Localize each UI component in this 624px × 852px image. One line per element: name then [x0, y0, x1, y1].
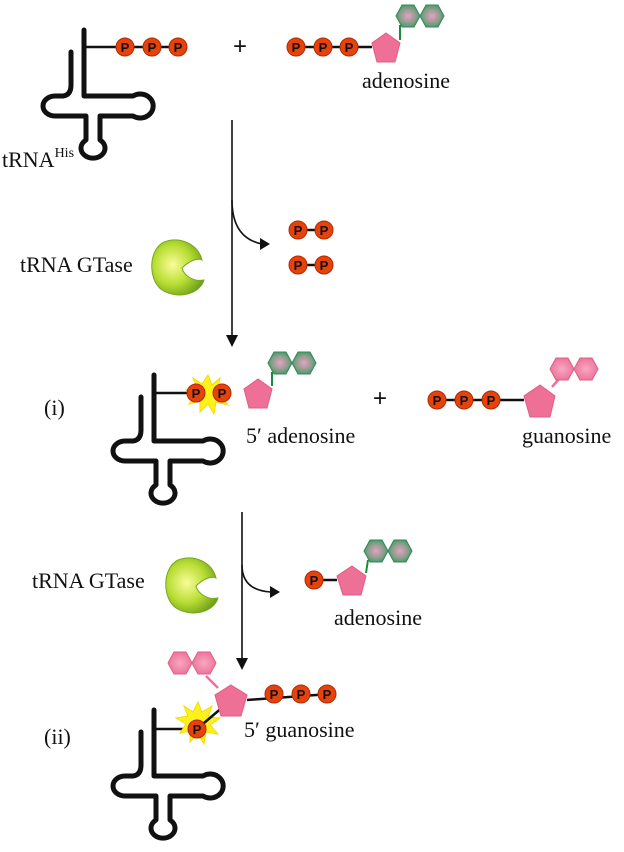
phosphate-icon — [314, 255, 334, 275]
phosphate-label: P — [270, 687, 279, 702]
ribose-sugar-icon — [523, 384, 556, 418]
phosphate-label: P — [193, 722, 202, 737]
phosphate-icon — [186, 383, 206, 403]
ribose-sugar-icon — [336, 565, 367, 596]
phosphate-icon — [314, 220, 334, 240]
phosphate-label: P — [297, 687, 306, 702]
guanine-base-icon — [549, 357, 599, 381]
phosphate-label: P — [294, 258, 303, 273]
plus-sign-step-i: + — [373, 385, 387, 412]
pacman-enzyme-icon — [151, 239, 205, 296]
gtp-molecule: P P P — [427, 357, 599, 418]
ribose-sugar-icon — [371, 32, 401, 63]
phosphate-icon — [288, 220, 308, 240]
phosphate-icon — [187, 719, 207, 739]
trna-top-triphosphate: P P P — [115, 37, 188, 57]
adenosine-label-top: adenosine — [362, 68, 450, 93]
atp-molecule-top: P P P — [286, 4, 445, 63]
phosphate-label: P — [319, 40, 328, 55]
trna-his-label: tRNAHis — [2, 146, 74, 172]
phosphate-icon — [427, 390, 447, 410]
trna-his-top — [43, 30, 153, 158]
phosphate-label: P — [345, 40, 354, 55]
reaction-arrow-2 — [236, 512, 280, 670]
phosphate-label: P — [218, 386, 227, 401]
phosphate-label: P — [460, 393, 469, 408]
phosphate-icon — [288, 255, 308, 275]
phosphate-icon — [481, 390, 501, 410]
phosphate-label: P — [174, 40, 183, 55]
phosphate-icon — [291, 684, 311, 704]
phosphate-icon — [317, 684, 337, 704]
adenine-base-icon — [267, 351, 317, 375]
phosphate-label: P — [487, 393, 496, 408]
phosphate-icon — [264, 684, 284, 704]
adenine-base-icon — [363, 539, 413, 563]
phosphate-label: P — [192, 386, 201, 401]
phosphate-label: P — [292, 40, 301, 55]
adenine-base-icon — [395, 4, 445, 28]
five-prime-adenosine-label: 5′ adenosine — [246, 423, 355, 448]
amp-released: P — [304, 539, 413, 596]
phosphate-icon — [304, 570, 324, 590]
ribose-sugar-icon — [214, 684, 248, 717]
gtase-label-2: tRNA GTase — [32, 568, 145, 593]
phosphate-icon — [313, 37, 333, 57]
phosphate-label: P — [433, 393, 442, 408]
phosphate-label: P — [320, 223, 329, 238]
phosphate-label: P — [121, 40, 130, 55]
guanine-base-icon — [167, 651, 217, 675]
adenosine-released-label: adenosine — [334, 605, 422, 630]
phosphate-icon — [142, 37, 162, 57]
ribose-sugar-icon — [243, 378, 273, 409]
phosphate-label: P — [148, 40, 157, 55]
five-prime-guanosine-label: 5′ guanosine — [244, 717, 355, 742]
gtase-label-1: tRNA GTase — [20, 252, 133, 277]
step-ii-label: (ii) — [44, 724, 71, 749]
phosphate-label: P — [323, 687, 332, 702]
phosphate-icon — [115, 37, 135, 57]
phosphate-icon — [339, 37, 359, 57]
guanosine-label: guanosine — [522, 423, 611, 448]
step-i-label: (i) — [44, 395, 65, 420]
phosphate-icon — [212, 383, 232, 403]
phosphate-icon — [454, 390, 474, 410]
phosphate-icon — [286, 37, 306, 57]
phosphate-label: P — [320, 258, 329, 273]
plus-sign-top: + — [233, 33, 247, 60]
pyrophosphate-released: P P P P — [288, 220, 334, 275]
phosphate-label: P — [310, 573, 319, 588]
phosphate-label: P — [294, 223, 303, 238]
phosphate-icon — [168, 37, 188, 57]
reaction-arrow-1 — [226, 120, 270, 347]
pacman-enzyme-icon — [165, 557, 219, 614]
